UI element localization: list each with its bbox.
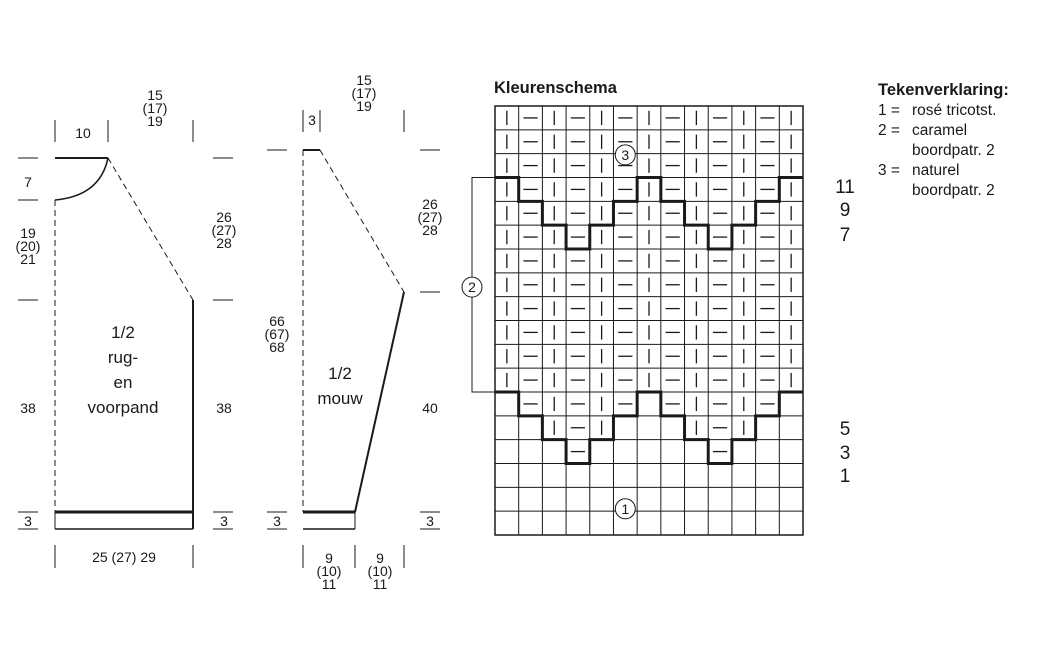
sleeve-piece xyxy=(267,110,440,568)
sleeve-length-left: 66(67)68 xyxy=(265,313,290,355)
row-number-1: 1 xyxy=(840,466,851,487)
legend: Tekenverklaring: 1 = rosé tricotst. 2 = … xyxy=(878,80,1009,201)
sleeve-rib-right: 3 xyxy=(426,513,434,529)
sleeve-rib-left: 3 xyxy=(273,513,281,529)
chart-zigzag-upper xyxy=(495,176,803,251)
legend-text: naturel boordpatr. 2 xyxy=(912,162,995,199)
row-number-3: 3 xyxy=(840,443,851,464)
row-number-11: 11 xyxy=(835,177,855,198)
body-top-width: 15(17)19 xyxy=(143,87,168,129)
chart-marker-3-circle xyxy=(614,144,636,166)
sleeve-labels: 15(17)19 3 66(67)68 26(27)28 40 3 3 9(10… xyxy=(265,72,443,592)
row-number-7: 7 xyxy=(840,225,851,246)
legend-key: 1 = xyxy=(878,102,900,119)
chart-row-numbers: 11 9 7 5 3 1 xyxy=(835,177,855,487)
legend-item-2: 2 = caramel boordpatr. 2 xyxy=(878,121,1009,161)
legend-title: Tekenverklaring: xyxy=(878,81,1009,99)
body-shoulder-width: 10 xyxy=(75,125,91,141)
chart-marker-1-circle xyxy=(614,498,636,520)
body-rib-left: 3 xyxy=(24,513,32,529)
sleeve-bottom-left: 9(10)11 xyxy=(317,550,342,592)
body-piece xyxy=(18,120,233,568)
row-number-5: 5 xyxy=(840,419,851,440)
chart-marker-1-label: 1 xyxy=(621,501,629,517)
legend-item-1: 1 = rosé tricotst. xyxy=(878,101,1009,121)
legend-key: 3 = xyxy=(878,162,900,179)
color-chart: 3 2 1 xyxy=(461,105,804,536)
legend-text: rosé tricotst. xyxy=(912,102,997,119)
body-armhole-left: 19(20)21 xyxy=(16,225,41,267)
body-labels: 15(17)19 10 7 19(20)21 26(27)28 38 38 3 … xyxy=(16,87,237,565)
body-side-left: 38 xyxy=(20,400,36,416)
body-rib-right: 3 xyxy=(220,513,228,529)
chart-border xyxy=(494,105,804,536)
chart-marker-3-label: 3 xyxy=(621,147,629,163)
sleeve-top-small: 3 xyxy=(308,112,316,128)
body-armhole-right: 26(27)28 xyxy=(212,209,237,251)
sleeve-top-width: 15(17)19 xyxy=(352,72,377,114)
row-number-9: 9 xyxy=(840,200,851,221)
chart-marker-2-circle xyxy=(461,276,483,298)
chart-zigzag-lower xyxy=(495,390,803,465)
legend-key: 2 = xyxy=(878,122,900,139)
body-neck-depth: 7 xyxy=(24,174,32,190)
chart-title: Kleurenschema xyxy=(494,79,617,97)
sleeve-bottom-right: 9(10)11 xyxy=(368,550,393,592)
body-side-right: 38 xyxy=(216,400,232,416)
legend-text: caramel boordpatr. 2 xyxy=(912,122,995,159)
chart-marker-2-label: 2 xyxy=(468,279,476,295)
sleeve-upper-right: 26(27)28 xyxy=(418,196,443,238)
sleeve-lower-right: 40 xyxy=(422,400,438,416)
legend-item-3: 3 = naturel boordpatr. 2 xyxy=(878,161,1009,201)
body-bottom-width: 25 (27) 29 xyxy=(92,549,156,565)
